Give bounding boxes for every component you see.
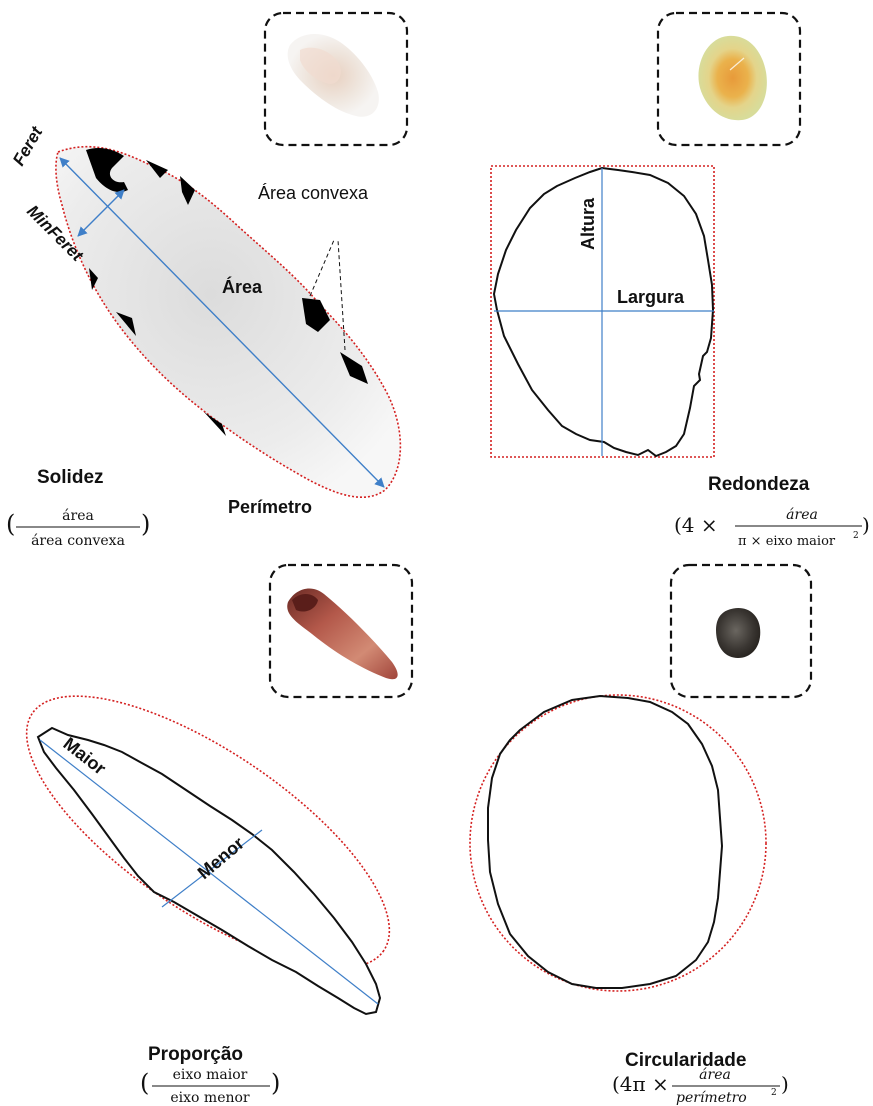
solidez-photo-frame — [265, 13, 407, 145]
proporcao-formula-close: ) — [271, 1069, 280, 1097]
redondeza-formula-prefix: (4 × — [674, 513, 718, 537]
perimeter-label: Perímetro — [228, 497, 312, 517]
solidez-title: Solidez — [37, 467, 104, 488]
dark-seed-photo-icon — [716, 608, 760, 658]
convex-area-leader-1 — [310, 240, 334, 296]
circularidade-formula-exponent: 2 — [771, 1088, 777, 1098]
circularidade-formula-denominator: perímetro — [676, 1090, 747, 1106]
redondeza-title: Redondeza — [708, 474, 810, 495]
circularidade-formula-close: ) — [781, 1072, 789, 1096]
largura-label: Largura — [617, 287, 685, 307]
solidez-formula: ( área área convexa ) — [6, 508, 150, 549]
redondeza-formula-numerator: área — [786, 507, 818, 523]
proporcao-formula-denominator: eixo menor — [170, 1090, 250, 1106]
proporcao-title: Proporção — [148, 1044, 243, 1065]
white-seed-photo-icon — [288, 34, 379, 117]
circularidade-formula-numerator: área — [699, 1067, 731, 1083]
solidez-formula-close: ) — [141, 510, 150, 538]
proporcao-formula-numerator: eixo maior — [173, 1067, 248, 1083]
area-label: Área — [222, 276, 263, 297]
circularidade-panel: Circularidade (4π × área perímetro 2 ) — [470, 565, 811, 1106]
proporcao-photo-frame — [270, 565, 412, 697]
solidez-formula-numerator: área — [62, 508, 94, 524]
solidez-formula-denominator: área convexa — [31, 533, 125, 549]
redondeza-panel: Altura Largura Redondeza (4 × área π × e… — [491, 13, 870, 549]
proporcao-formula-open: ( — [140, 1069, 149, 1097]
altura-label: Altura — [578, 197, 598, 250]
pink-seed-photo-icon — [287, 588, 397, 679]
feret-label: Feret — [9, 122, 47, 169]
redondeza-photo-frame — [658, 13, 800, 145]
solidez-panel: Feret MinFeret Área Área convexa Perímet… — [6, 13, 407, 549]
redondeza-outline — [494, 168, 713, 456]
circularidade-formula-prefix: (4π × — [612, 1072, 669, 1096]
circularidade-formula: (4π × área perímetro 2 ) — [612, 1067, 789, 1106]
solidez-formula-open: ( — [6, 510, 15, 538]
redondeza-formula-close: ) — [862, 513, 870, 537]
redondeza-formula: (4 × área π × eixo maior 2 ) — [674, 507, 870, 549]
yellow-seed-photo-icon — [698, 36, 766, 120]
circularidade-outline — [488, 696, 722, 988]
redondeza-formula-exponent: 2 — [853, 531, 859, 541]
convex-area-label: Área convexa — [258, 183, 369, 203]
circularidade-photo-frame — [671, 565, 811, 697]
redondeza-formula-denominator: π × eixo maior — [738, 534, 836, 549]
proporcao-panel: Maior Menor Proporção ( eixo maior eixo … — [0, 565, 428, 1106]
proporcao-formula: ( eixo maior eixo menor ) — [140, 1067, 280, 1106]
